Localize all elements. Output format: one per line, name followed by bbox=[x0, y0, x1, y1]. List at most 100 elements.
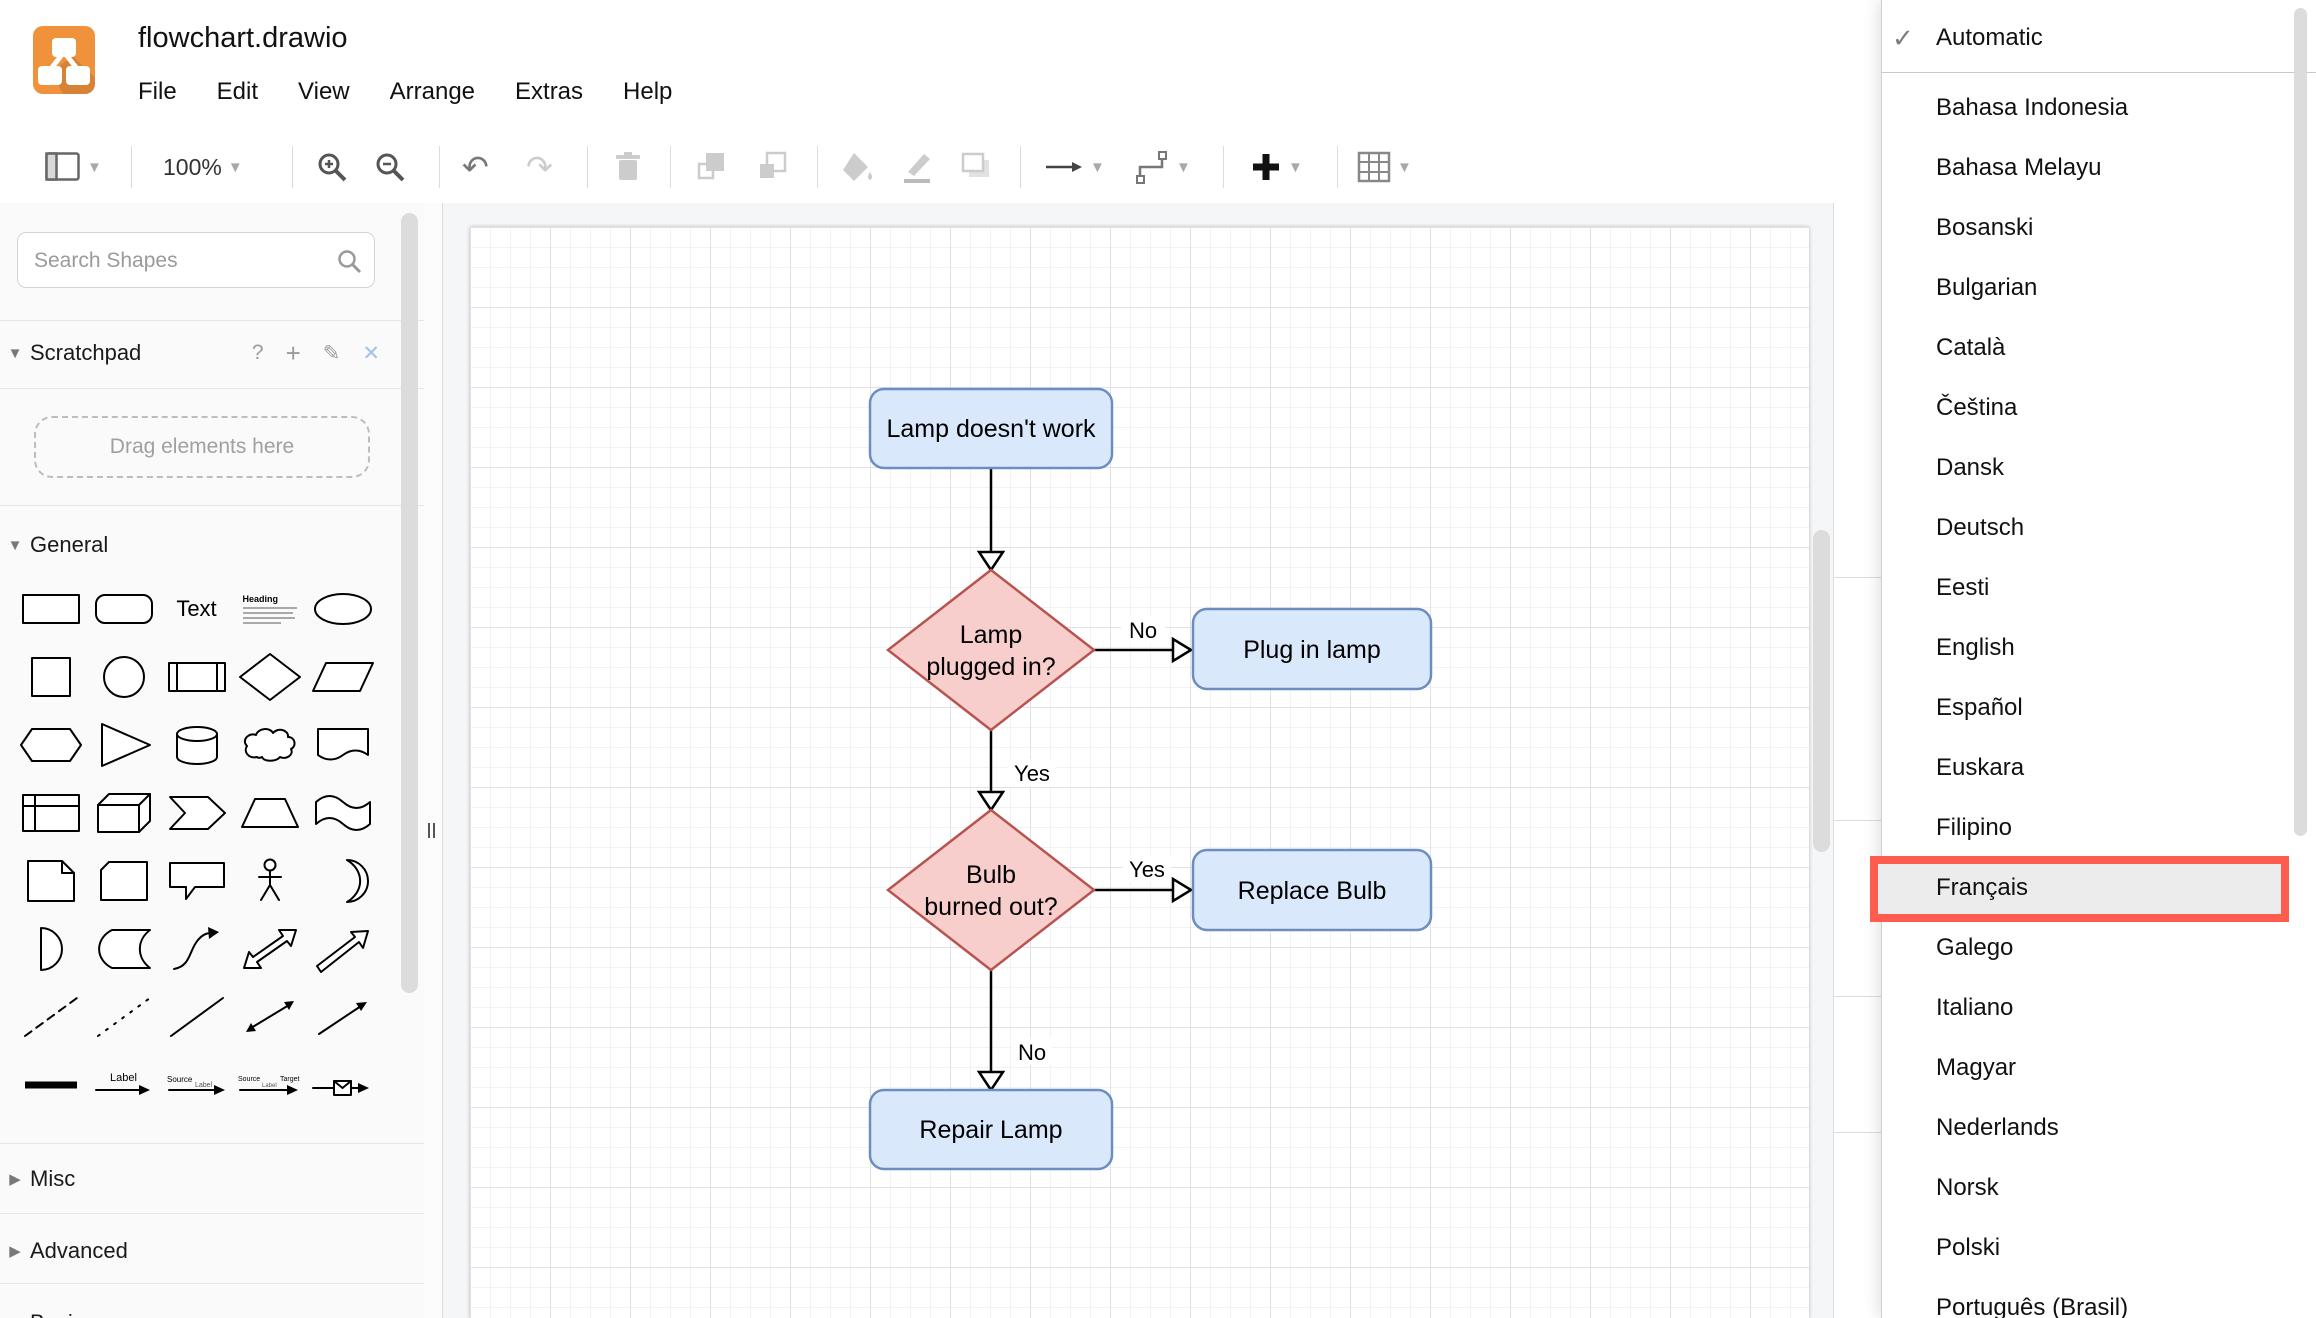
shape-directional-arrow[interactable] bbox=[306, 983, 379, 1051]
shape-two-way-arrow[interactable] bbox=[233, 915, 306, 983]
menu-item-nederlands[interactable]: Nederlands bbox=[1936, 1114, 2059, 1141]
shape-process[interactable] bbox=[160, 643, 233, 711]
section-misc[interactable]: ▶ Misc bbox=[0, 1155, 424, 1203]
shape-square[interactable] bbox=[14, 643, 87, 711]
shape-tape[interactable] bbox=[306, 779, 379, 847]
menu-item-catal[interactable]: Català bbox=[1936, 334, 2006, 361]
edge-label-no-1[interactable]: No bbox=[1129, 618, 1157, 643]
menu-item-deutsch[interactable]: Deutsch bbox=[1936, 514, 2025, 541]
search-icon[interactable] bbox=[336, 248, 362, 279]
menu-item-e-tina[interactable]: Čeština bbox=[1936, 394, 2018, 421]
insert-button[interactable]: ▼ bbox=[1250, 132, 1303, 202]
waypoint-style-button[interactable]: ▼ bbox=[1134, 132, 1191, 202]
shape-rounded-rectangle[interactable] bbox=[87, 575, 160, 643]
connection-style-button[interactable]: ▼ bbox=[1044, 132, 1105, 202]
sidebar-scrollbar[interactable] bbox=[401, 213, 418, 993]
menu-item-eesti[interactable]: Eesti bbox=[1936, 574, 1990, 601]
line-color-button[interactable] bbox=[900, 132, 934, 202]
search-input[interactable] bbox=[32, 233, 336, 289]
zoom-out-button[interactable] bbox=[374, 132, 406, 202]
undo-button[interactable]: ↶ bbox=[462, 149, 489, 185]
shape-diamond[interactable] bbox=[233, 643, 306, 711]
node-plug-in-lamp[interactable] bbox=[1191, 607, 1433, 691]
node-repair-lamp[interactable] bbox=[868, 1088, 1114, 1171]
shape-card[interactable] bbox=[87, 847, 160, 915]
menu-item-bahasa-indonesia[interactable]: Bahasa Indonesia bbox=[1936, 94, 2129, 121]
menu-edit[interactable]: Edit bbox=[216, 78, 259, 105]
canvas-scrollbar[interactable] bbox=[1813, 530, 1830, 852]
shape-or[interactable] bbox=[306, 847, 379, 915]
scratchpad-close-icon[interactable]: ✕ bbox=[362, 341, 380, 365]
menu-view[interactable]: View bbox=[298, 78, 350, 105]
fill-color-button[interactable] bbox=[840, 132, 876, 202]
menu-arrange[interactable]: Arrange bbox=[389, 78, 476, 105]
shape-trapezoid[interactable] bbox=[233, 779, 306, 847]
edge-label-yes-1[interactable]: Yes bbox=[1014, 761, 1050, 786]
drawing-page[interactable]: No Yes Yes No Lamp doesn't work Lamp plu… bbox=[470, 227, 1809, 1318]
shape-cloud[interactable] bbox=[233, 711, 306, 779]
menu-item-automatic[interactable]: ✓ Automatic bbox=[1882, 6, 2316, 70]
menu-item-portugu-s-brasil[interactable]: Português (Brasil) bbox=[1936, 1294, 2129, 1318]
shape-triangle[interactable] bbox=[87, 711, 160, 779]
shape-parallelogram[interactable] bbox=[306, 643, 379, 711]
sidebar-collapse-gutter[interactable] bbox=[424, 203, 443, 1318]
shape-data-storage[interactable] bbox=[87, 915, 160, 983]
menu-item-norsk[interactable]: Norsk bbox=[1936, 1174, 1999, 1201]
redo-button[interactable]: ↷ bbox=[526, 149, 553, 185]
to-front-button[interactable] bbox=[696, 132, 730, 202]
delete-button[interactable] bbox=[613, 132, 643, 202]
menu-item-magyar[interactable]: Magyar bbox=[1936, 1054, 2017, 1081]
shape-cylinder[interactable] bbox=[160, 711, 233, 779]
shape-cube[interactable] bbox=[87, 779, 160, 847]
menu-item-filipino[interactable]: Filipino bbox=[1936, 814, 2013, 841]
menu-help[interactable]: Help bbox=[623, 78, 673, 105]
edge-label-no-2[interactable]: No bbox=[1018, 1040, 1046, 1065]
menu-item-euskara[interactable]: Euskara bbox=[1936, 754, 2025, 781]
shape-hexagon[interactable] bbox=[14, 711, 87, 779]
menu-item-bulgarian[interactable]: Bulgarian bbox=[1936, 274, 2038, 301]
menu-item-bosanski[interactable]: Bosanski bbox=[1936, 214, 2034, 241]
table-button[interactable]: ▼ bbox=[1357, 132, 1412, 202]
shape-actor[interactable] bbox=[233, 847, 306, 915]
menu-item-fran-ais[interactable]: Français bbox=[1936, 874, 2029, 901]
menu-scrollbar[interactable] bbox=[2294, 8, 2307, 836]
menu-item-espa-ol[interactable]: Español bbox=[1936, 694, 2023, 721]
to-back-button[interactable] bbox=[757, 132, 791, 202]
section-advanced[interactable]: ▶ Advanced bbox=[0, 1227, 424, 1275]
shape-text[interactable]: Text bbox=[176, 596, 217, 621]
node-decision-plugged-in[interactable] bbox=[885, 568, 1097, 732]
shape-internal-storage[interactable] bbox=[14, 779, 87, 847]
scratchpad-drop-area[interactable]: Drag elements here bbox=[34, 416, 370, 478]
scratchpad-help-icon[interactable]: ? bbox=[251, 341, 264, 364]
shape-document[interactable] bbox=[306, 711, 379, 779]
edge-label-yes-2[interactable]: Yes bbox=[1129, 857, 1165, 882]
scratchpad-edit-icon[interactable]: ✎ bbox=[322, 341, 341, 365]
menu-item-galego[interactable]: Galego bbox=[1936, 934, 2014, 961]
shape-step[interactable] bbox=[160, 779, 233, 847]
node-decision-burned-out[interactable] bbox=[885, 808, 1097, 972]
collapse-handle-icon[interactable] bbox=[428, 823, 435, 838]
menu-file[interactable]: File bbox=[138, 78, 177, 105]
shape-curve[interactable] bbox=[160, 915, 233, 983]
shadow-button[interactable] bbox=[960, 132, 994, 202]
view-panel-button[interactable]: ▼ bbox=[45, 132, 102, 202]
shape-rectangle[interactable] bbox=[14, 575, 87, 643]
shape-dotted-line[interactable] bbox=[87, 983, 160, 1051]
canvas-area[interactable]: No Yes Yes No Lamp doesn't work Lamp plu… bbox=[443, 203, 1833, 1318]
shape-circle[interactable] bbox=[87, 643, 160, 711]
zoom-level-button[interactable]: 100% ▼ bbox=[163, 153, 243, 180]
shape-dashed-line[interactable] bbox=[14, 983, 87, 1051]
node-start[interactable] bbox=[868, 387, 1114, 470]
shape-line[interactable] bbox=[160, 983, 233, 1051]
menu-item-italiano[interactable]: Italiano bbox=[1936, 994, 2014, 1021]
section-general[interactable]: ▼ General bbox=[0, 525, 424, 565]
menu-item-bahasa-melayu[interactable]: Bahasa Melayu bbox=[1936, 154, 2102, 181]
scratchpad-add-icon[interactable]: + bbox=[285, 337, 301, 368]
shape-ellipse[interactable] bbox=[306, 575, 379, 643]
menu-item-dansk[interactable]: Dansk bbox=[1936, 454, 2005, 481]
shape-arrow-with-label[interactable]: Label bbox=[87, 1051, 160, 1119]
shape-and[interactable] bbox=[14, 915, 87, 983]
shape-link[interactable] bbox=[14, 1051, 87, 1119]
menu-item-polski[interactable]: Polski bbox=[1936, 1234, 2001, 1261]
